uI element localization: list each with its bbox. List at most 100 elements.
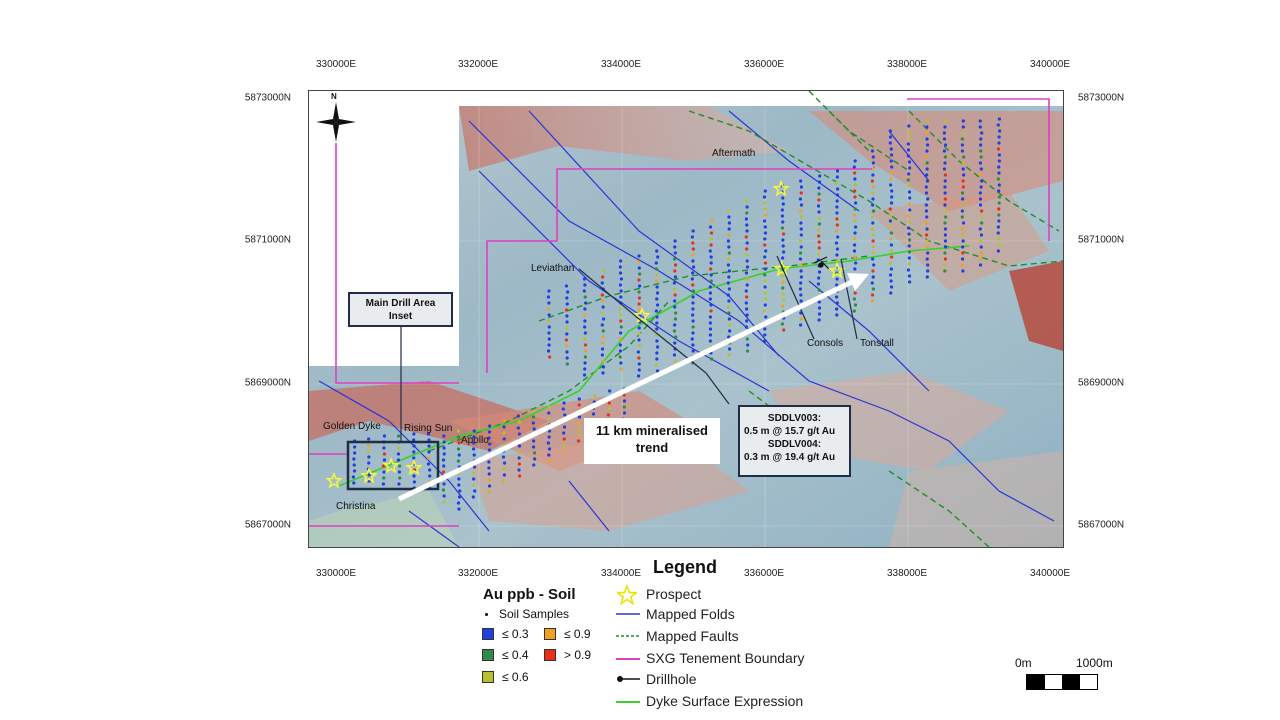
soil-sample-dot [763, 291, 768, 295]
soil-sample-dot [672, 257, 677, 261]
soil-sample-dot [442, 440, 446, 444]
soil-sample-dot [547, 337, 551, 341]
soil-sample-dot [835, 205, 839, 209]
soil-sample-dot [619, 259, 623, 263]
soil-sample-dot [655, 357, 659, 361]
soil-sample-dot [708, 291, 713, 295]
soil-sample-dot [962, 173, 966, 177]
soil-sample-dot [781, 286, 785, 290]
soil-sample-dot [398, 476, 402, 480]
soil-sample-dot [691, 247, 695, 251]
soil-sample-dot [925, 275, 929, 279]
soil-sample-dot [872, 167, 876, 171]
soil-sample-dot [690, 235, 694, 239]
soil-sample-dot [709, 309, 713, 313]
soil-sample-dot [835, 175, 839, 179]
soil-sample-dot [691, 301, 695, 305]
soil-sample-dot [907, 256, 911, 260]
soil-sample-dot [726, 305, 730, 309]
soil-sample-dot [907, 130, 911, 134]
soil-sample-dot [924, 191, 929, 195]
soil-sample-dot [583, 367, 587, 371]
mapped-folds [318, 110, 1055, 547]
soil-sample-dot [799, 185, 804, 189]
soil-sample-dot [852, 237, 857, 241]
soil-sample-dot [654, 261, 658, 265]
soil-sample-dot [888, 219, 893, 223]
soil-sample-dot [925, 131, 929, 135]
soil-sample-dot [517, 462, 521, 466]
soil-sample-dot [907, 238, 912, 242]
soil-sample-dot [781, 256, 785, 260]
soil-sample-dot [547, 459, 551, 463]
soil-sample-dot [978, 203, 983, 207]
soil-sample-dot [562, 431, 566, 435]
soil-sample-dot [353, 451, 357, 455]
soil-sample-dot [817, 186, 821, 190]
soil-sample-dot [727, 353, 731, 357]
easting-label-bottom: 338000E [886, 568, 928, 579]
inset-box [346, 440, 440, 491]
soil-sample-dot [996, 231, 1000, 235]
soil-sample-dot [502, 431, 506, 435]
soil-sample-dot [456, 501, 461, 505]
soil-sample-dot [691, 295, 695, 299]
soil-sample-dot [943, 203, 947, 207]
soil-sample-dot [744, 307, 749, 311]
soil-sample-dot [907, 250, 912, 254]
legend-folds-label: Mapped Folds [646, 606, 735, 622]
soil-sample-dot [564, 284, 569, 288]
soil-sample-dot [888, 135, 893, 139]
soil-sample-dot [655, 321, 659, 325]
soil-sample-dot [547, 343, 551, 347]
soil-sample-dot [925, 239, 929, 243]
soil-sample-dot [488, 442, 492, 446]
soil-sample-dot [619, 289, 623, 293]
easting-label-top: 334000E [600, 59, 642, 70]
soil-sample-dot [655, 297, 659, 301]
soil-sample-dot [763, 303, 767, 307]
easting-label-top: 332000E [457, 59, 499, 70]
soil-sample-dot [744, 325, 748, 329]
soil-sample-dot [835, 253, 839, 257]
north-label: N [331, 92, 337, 101]
soil-sample-dot [890, 255, 894, 259]
northing-label-right: 5873000N [1078, 92, 1125, 104]
class-label: ≤ 0.9 [564, 627, 591, 641]
soil-sample-dot [980, 251, 984, 255]
soil-sample-dot [501, 455, 506, 459]
soil-sample-dot [367, 455, 371, 459]
soil-sample-dot [943, 197, 947, 201]
soil-sample-dot [744, 199, 749, 203]
soil-sample-dot [638, 272, 642, 276]
soil-sample-dot [798, 197, 802, 201]
soil-sample-dot [763, 231, 768, 235]
soil-sample-dot [708, 297, 712, 301]
soil-sample-dot [745, 313, 749, 317]
soil-sample-dot [471, 495, 475, 499]
soil-sample-dot [655, 327, 659, 331]
soil-sample-dot [980, 215, 984, 219]
legend-title: Legend [653, 557, 718, 577]
soil-sample-dot [817, 234, 821, 238]
soil-sample-dot [925, 215, 929, 219]
soil-sample-dot [442, 446, 446, 450]
soil-sample-dot [853, 171, 857, 175]
soil-sample-dot [997, 189, 1001, 193]
soil-sample-dot [888, 261, 892, 265]
soil-sample-dot [600, 311, 605, 315]
soil-sample-dot [961, 245, 965, 249]
scale-segment [1062, 675, 1080, 689]
soil-sample-dot [637, 266, 641, 270]
soil-sample-dot [691, 271, 695, 275]
soil-sample-dot [799, 293, 803, 297]
soil-sample-dot [960, 215, 964, 219]
soil-sample-dot [622, 411, 627, 415]
soil-sample-dot [673, 305, 677, 309]
soil-sample-dot [853, 219, 857, 223]
soil-sample-dot [637, 368, 641, 372]
soil-sample-dot [533, 457, 537, 461]
soil-sample-dot [546, 295, 551, 299]
soil-sample-dot [890, 195, 894, 199]
soil-sample-dot [781, 244, 785, 248]
